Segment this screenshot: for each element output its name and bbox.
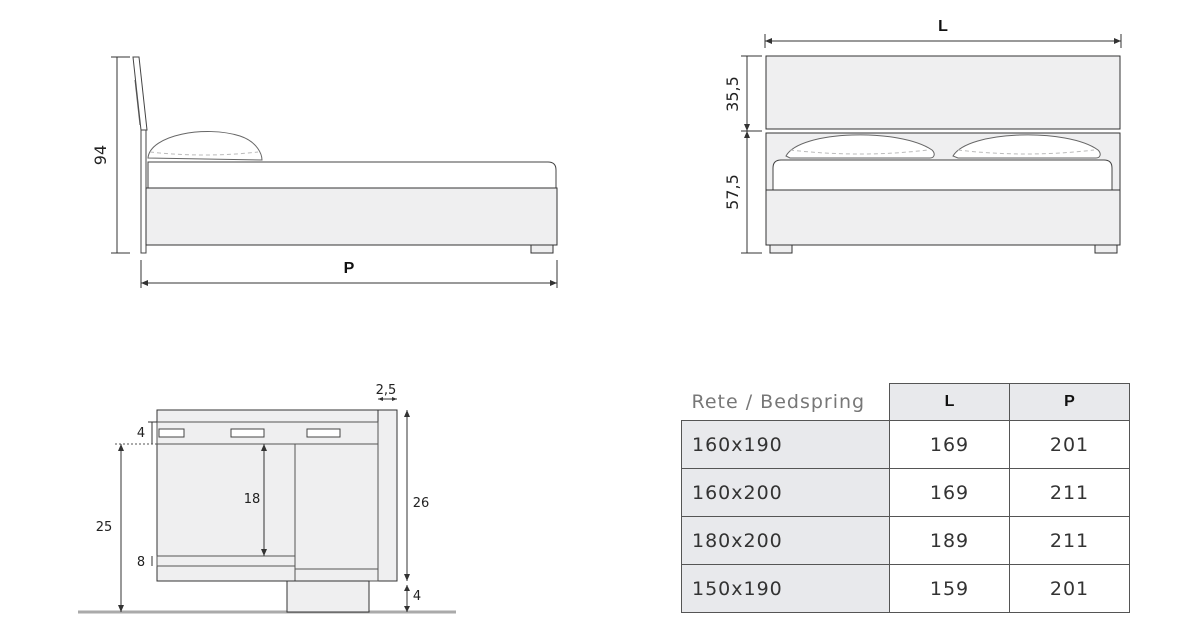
side-length-label: P [344,260,355,277]
foot-left-front [769,244,793,254]
bed-base-side [145,187,558,246]
headboard-post [140,129,147,254]
row-p: 201 [1009,420,1130,469]
front-width-label: L [938,18,948,35]
ground-height-label: 25 [96,520,113,535]
section-view: 2,5 4 25 18 8 26 4 [78,383,456,614]
front-headboard-height-label: 35,5 [723,76,742,112]
table-row: 150x190 159 201 [681,564,1130,613]
mattress-front [772,159,1113,191]
table-row: 180x200 189 211 [681,516,1130,565]
mattress-side [147,161,557,189]
row-l: 169 [889,468,1010,517]
frame-thickness-label: 2,5 [376,383,397,398]
total-height-label: 26 [413,496,430,511]
row-name: 150x190 [681,564,890,613]
row-p: 211 [1009,468,1130,517]
headboard-front [765,55,1121,130]
front-base-height-label: 57,5 [723,174,742,210]
row-l: 159 [889,564,1010,613]
foot-section [286,580,370,613]
top-thickness-label: 4 [137,426,145,441]
pillow-left-front [785,134,935,159]
pillow-right-front [952,134,1101,159]
headboard-side [132,56,148,131]
table-header-name: Rete / Bedspring [681,383,890,421]
bed-foot-side [530,244,554,254]
row-p: 211 [1009,516,1130,565]
foot-right-front [1094,244,1118,254]
row-l: 169 [889,420,1010,469]
table-header-row: Rete / Bedspring L P [681,383,1130,421]
table-header-p: P [1009,383,1130,421]
front-view: L 35,5 57,5 [723,18,1122,254]
row-p: 201 [1009,564,1130,613]
row-name: 160x190 [681,420,890,469]
pillow-side [147,131,263,161]
foot-height-label: 4 [413,589,421,604]
inner-height-label: 18 [244,492,261,507]
sizes-table: Rete / Bedspring L P 160x190 169 201 160… [681,383,1130,613]
table-row: 160x200 169 211 [681,468,1130,517]
row-l: 189 [889,516,1010,565]
bottom-rail-label: 8 [137,555,145,570]
row-name: 160x200 [681,468,890,517]
table-header-l: L [889,383,1010,421]
side-height-label: 94 [91,145,110,165]
row-name: 180x200 [681,516,890,565]
side-view: 94 P [91,56,558,288]
frame-section [156,409,398,582]
table-row: 160x190 169 201 [681,420,1130,469]
